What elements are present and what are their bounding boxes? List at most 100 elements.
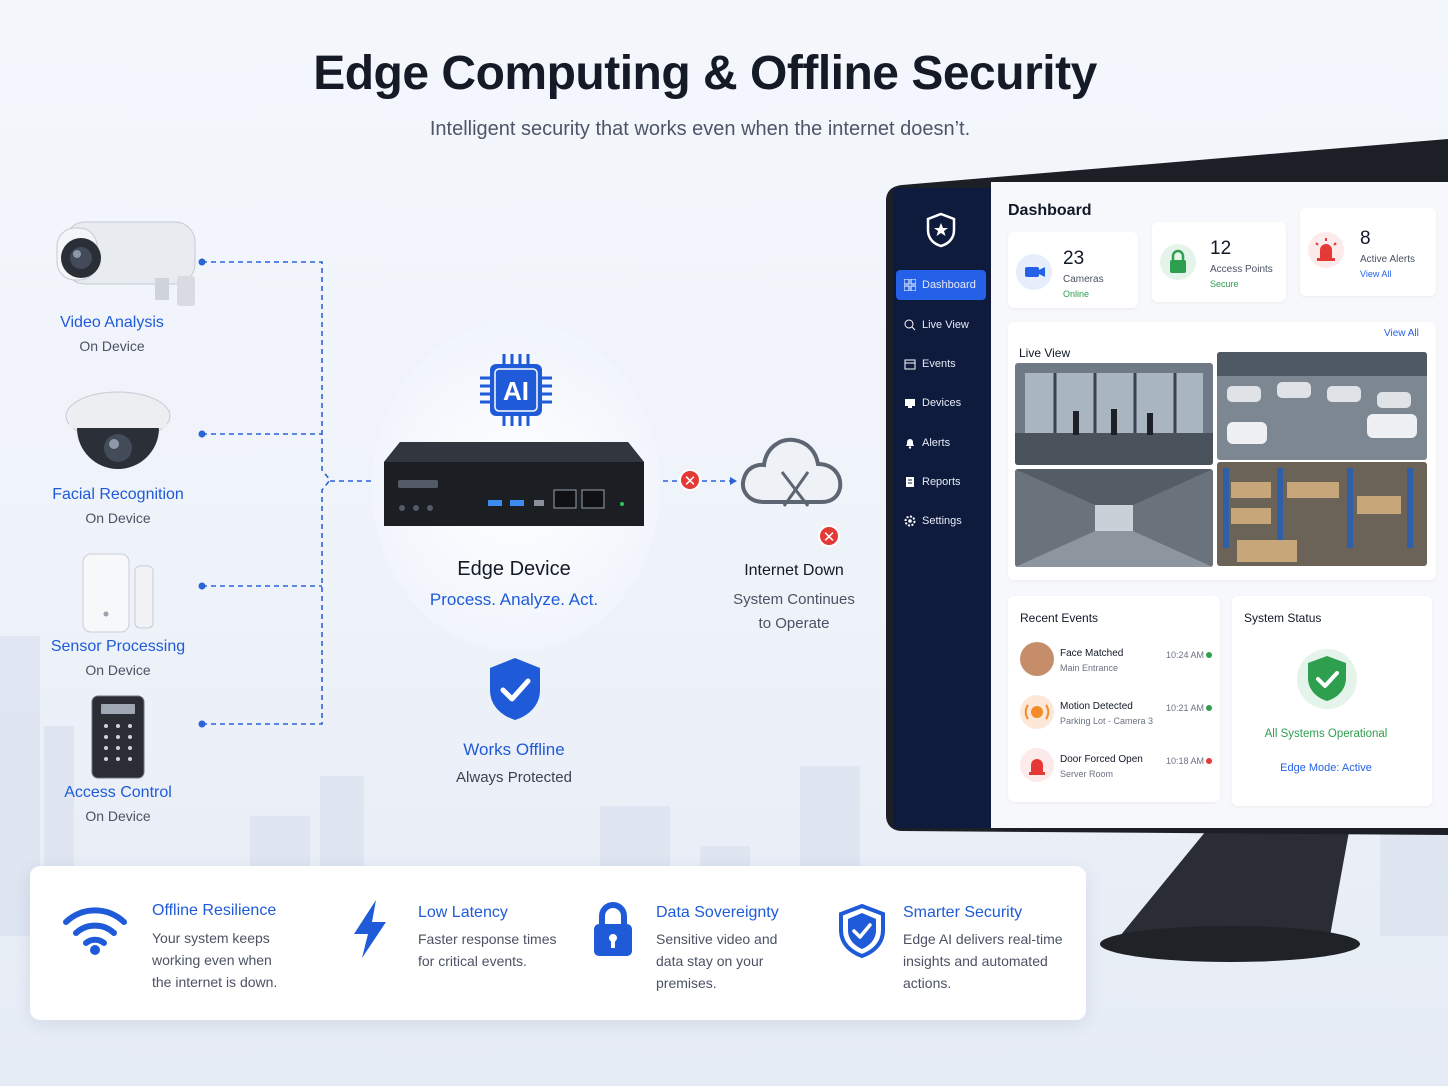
edge-mode-status: Edge Mode: Active — [1280, 762, 1372, 774]
camera-feed-warehouse[interactable] — [1217, 462, 1427, 566]
ai-chip-label: AI — [503, 376, 529, 406]
device-facial-recognition: Facial Recognition On Device — [23, 390, 213, 526]
features-panel: Offline Resilience Your system keeps wor… — [30, 866, 1086, 1020]
system-status-title: System Status — [1244, 611, 1322, 625]
works-offline-title: Works Offline — [463, 740, 565, 759]
feature-desc: Faster response times for critical event… — [418, 928, 588, 972]
device-sub: On Device — [85, 662, 151, 678]
event-sub: Server Room — [1060, 769, 1114, 779]
camera-feed-hallway[interactable] — [1015, 469, 1213, 567]
event-time: 10:24 AM — [1166, 650, 1205, 660]
live-view-all-link[interactable]: View All — [1384, 328, 1419, 339]
nav-events[interactable]: Events — [896, 349, 986, 379]
device-label: Sensor Processing — [50, 638, 186, 655]
stat-label: Active Alerts — [1360, 254, 1416, 265]
nav-alerts[interactable]: Alerts — [896, 428, 986, 458]
event-title: Door Forced Open — [1060, 754, 1143, 765]
siren-icon — [1020, 748, 1054, 782]
disconnect-x-icon: ✕ — [679, 469, 701, 491]
lock-icon — [592, 902, 634, 963]
wifi-icon — [62, 902, 128, 963]
motion-icon — [1020, 695, 1054, 729]
event-row[interactable]: Face Matched Main Entrance 10:24 AM — [1020, 642, 1216, 686]
camera-feed-parking[interactable] — [1217, 352, 1427, 460]
device-sub: On Device — [85, 808, 151, 824]
feature-desc-line: Edge AI delivers real-time — [903, 931, 1063, 947]
offline-x-icon: ✕ — [818, 525, 840, 547]
feature-desc: Sensitive video and data stay on your pr… — [656, 928, 826, 994]
shield-check-icon — [838, 903, 886, 963]
feature-desc-line: Sensitive video and — [656, 931, 778, 947]
keypad-icon — [88, 694, 148, 780]
device-label: Video Analysis — [60, 314, 164, 331]
monitor-stand — [1100, 826, 1360, 962]
bell-icon — [904, 437, 916, 449]
feature-desc-line: data stay on your — [656, 953, 764, 969]
recent-events-title: Recent Events — [1020, 611, 1099, 625]
event-title: Face Matched — [1060, 648, 1124, 659]
live-view-title: Live View — [1019, 346, 1071, 360]
stat-status: Online — [1063, 289, 1090, 299]
nav-label: Reports — [922, 476, 961, 488]
nav-settings[interactable]: Settings — [896, 506, 986, 536]
feature-desc-line: actions. — [903, 975, 952, 991]
feature-low-latency: Low Latency Faster response times for cr… — [330, 866, 570, 1020]
event-row[interactable]: Door Forced Open Server Room 10:18 AM — [1020, 748, 1216, 792]
event-time: 10:21 AM — [1166, 703, 1205, 713]
device-sensor-processing: Sensor Processing On Device — [23, 550, 213, 678]
nav-label: Events — [922, 358, 956, 370]
device-access-control: Access Control On Device — [23, 694, 213, 824]
nav-devices[interactable]: Devices — [896, 388, 986, 418]
feature-desc: Edge AI delivers real-time insights and … — [903, 928, 1083, 994]
ai-chip-icon: AI — [478, 352, 554, 428]
page-title: Edge Computing & Offline Security — [313, 47, 1097, 100]
status-dot — [1206, 758, 1212, 764]
system-status-ok: All Systems Operational — [1264, 728, 1388, 740]
event-sub: Main Entrance — [1060, 663, 1119, 673]
status-dot — [1206, 705, 1212, 711]
device-video-analysis: Video Analysis On Device — [17, 218, 207, 354]
bullet-camera-icon — [27, 218, 197, 310]
feature-desc-line: insights and automated — [903, 953, 1048, 969]
internet-down-sub-line2: to Operate — [758, 615, 830, 632]
stat-label: Access Points — [1210, 264, 1273, 275]
feature-desc-line: working even when — [152, 952, 272, 968]
edge-device-tagline: Process. Analyze. Act. — [429, 590, 599, 609]
shield-logo-icon — [926, 212, 956, 248]
stat-access-points[interactable]: 12 Access Points Secure — [1152, 222, 1286, 302]
device-sub: On Device — [85, 510, 151, 526]
feature-title: Offline Resilience — [152, 902, 277, 919]
stat-active-alerts[interactable]: 8 Active Alerts View All — [1300, 208, 1436, 296]
door-sensor-icon — [73, 550, 163, 634]
nav-reports[interactable]: Reports — [896, 467, 986, 497]
edge-device-title: Edge Device — [457, 558, 571, 580]
grid-icon — [903, 278, 917, 292]
feature-data-sovereignty: Data Sovereignty Sensitive video and dat… — [586, 866, 826, 1020]
nav-dashboard[interactable]: Dashboard — [896, 270, 986, 300]
works-offline-sub: Always Protected — [456, 769, 572, 786]
page-subtitle: Intelligent security that works even whe… — [429, 118, 971, 140]
edge-device-icon — [384, 440, 644, 532]
feature-desc: Your system keeps working even when the … — [152, 927, 322, 993]
nav-label: Live View — [922, 319, 969, 331]
internet-down-sub: System Continues to Operate — [714, 588, 874, 636]
event-title: Motion Detected — [1060, 701, 1133, 712]
status-dot — [1206, 652, 1212, 658]
camera-feed-lobby[interactable] — [1015, 363, 1213, 465]
event-row[interactable]: Motion Detected Parking Lot - Camera 3 1… — [1020, 695, 1216, 739]
event-sub: Parking Lot - Camera 3 — [1060, 716, 1154, 726]
nav-live-view[interactable]: Live View — [896, 310, 986, 340]
feature-title: Low Latency — [418, 904, 508, 921]
search-icon — [904, 319, 916, 331]
nav-label: Alerts — [922, 437, 951, 449]
view-all-alerts-link[interactable]: View All — [1360, 269, 1392, 279]
event-time: 10:18 AM — [1166, 756, 1205, 766]
stat-cameras[interactable]: 23 Cameras Online — [1008, 232, 1138, 308]
lightning-icon — [350, 898, 390, 965]
feature-smarter-security: Smarter Security Edge AI delivers real-t… — [836, 866, 1086, 1020]
feature-desc-line: Your system keeps — [152, 930, 270, 946]
document-icon — [904, 476, 916, 488]
device-label: Access Control — [64, 784, 172, 801]
feature-title: Data Sovereignty — [656, 904, 779, 921]
nav-label: Dashboard — [922, 279, 976, 291]
